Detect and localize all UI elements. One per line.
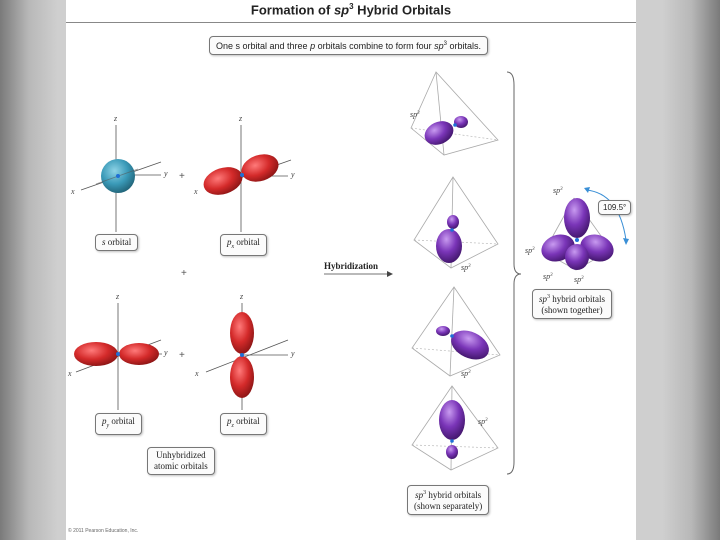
px-orbital-figure: z y x — [193, 114, 295, 232]
x-axis-label: x — [67, 369, 72, 378]
plus-sign: + — [179, 350, 185, 361]
pz-orbital-label: pz orbital — [220, 413, 267, 435]
unhybridized-caption: Unhybridized atomic orbitals — [147, 447, 215, 475]
z-axis-label: z — [115, 292, 120, 301]
sp3-label: sp3 — [574, 275, 584, 284]
plus-sign: + — [179, 171, 185, 182]
page-title: Formation of sp3 Hybrid Orbitals — [250, 2, 452, 18]
sp3-label: sp3 — [543, 272, 553, 281]
hybrid-tetrahedron-2: sp3 — [413, 176, 499, 272]
bond-angle-arc — [585, 189, 627, 241]
sp3-label: sp3 — [553, 186, 563, 195]
title-divider — [66, 22, 636, 23]
slide: Formation of sp3 Hybrid Orbitals — [66, 0, 636, 540]
sp3-label: sp3 — [525, 246, 535, 255]
y-axis-label: y — [290, 349, 295, 358]
py-orbital-figure: z y x — [67, 292, 168, 410]
px-orbital-label: px orbital — [220, 234, 267, 256]
px-lobe-right — [241, 154, 279, 182]
py-lobe-right — [119, 343, 159, 365]
px-lobe-left — [203, 167, 243, 195]
shown-separately-caption: sp3 hybrid orbitals (shown separately) — [407, 485, 490, 515]
hybrid-tetrahedron-4: sp3 — [411, 385, 499, 471]
y-axis-label: y — [290, 170, 295, 179]
sp3-label: sp3 — [410, 110, 420, 119]
combined-sp3-figure: sp3 sp3 sp3 sp3 — [525, 186, 629, 284]
sp3-label: sp3 — [478, 417, 488, 426]
y-axis-label: y — [163, 169, 168, 178]
pz-lobe-bottom — [230, 356, 254, 398]
sp3-label: sp3 — [461, 263, 471, 272]
z-axis-label: z — [238, 114, 243, 123]
x-axis-label: x — [193, 187, 198, 196]
pz-orbital-figure: z y x — [194, 292, 295, 410]
py-orbital-label: py orbital — [95, 413, 142, 435]
plus-sign: + — [181, 268, 187, 279]
y-axis-label: y — [163, 348, 168, 357]
z-axis-label: z — [113, 114, 118, 123]
hybridization-arrow: Hybridization — [324, 261, 393, 277]
x-axis-label: x — [194, 369, 199, 378]
sp3-label: sp3 — [461, 369, 471, 378]
pz-lobe-top — [230, 312, 254, 354]
py-lobe-left — [74, 342, 118, 366]
copyright-notice: © 2011 Pearson Education, Inc. — [68, 528, 139, 534]
intro-caption: One s orbital and three p orbitals combi… — [209, 36, 489, 55]
shown-together-caption: sp3 hybrid orbitals (shown together) — [532, 289, 613, 319]
x-axis-label: x — [70, 187, 75, 196]
hybrid-tetrahedron-1: sp3 — [410, 71, 499, 156]
s-orbital-label: s orbital — [95, 234, 139, 251]
hybrid-orbital-diagram: z y x + z y x + z y x — [67, 71, 629, 475]
grouping-brace — [506, 71, 522, 475]
bond-angle-label: 109.5° — [598, 200, 632, 215]
hybridization-label: Hybridization — [324, 261, 378, 271]
s-orbital-figure: z y x — [70, 114, 168, 232]
hybrid-tetrahedron-3: sp3 — [411, 286, 501, 378]
z-axis-label: z — [239, 292, 244, 301]
